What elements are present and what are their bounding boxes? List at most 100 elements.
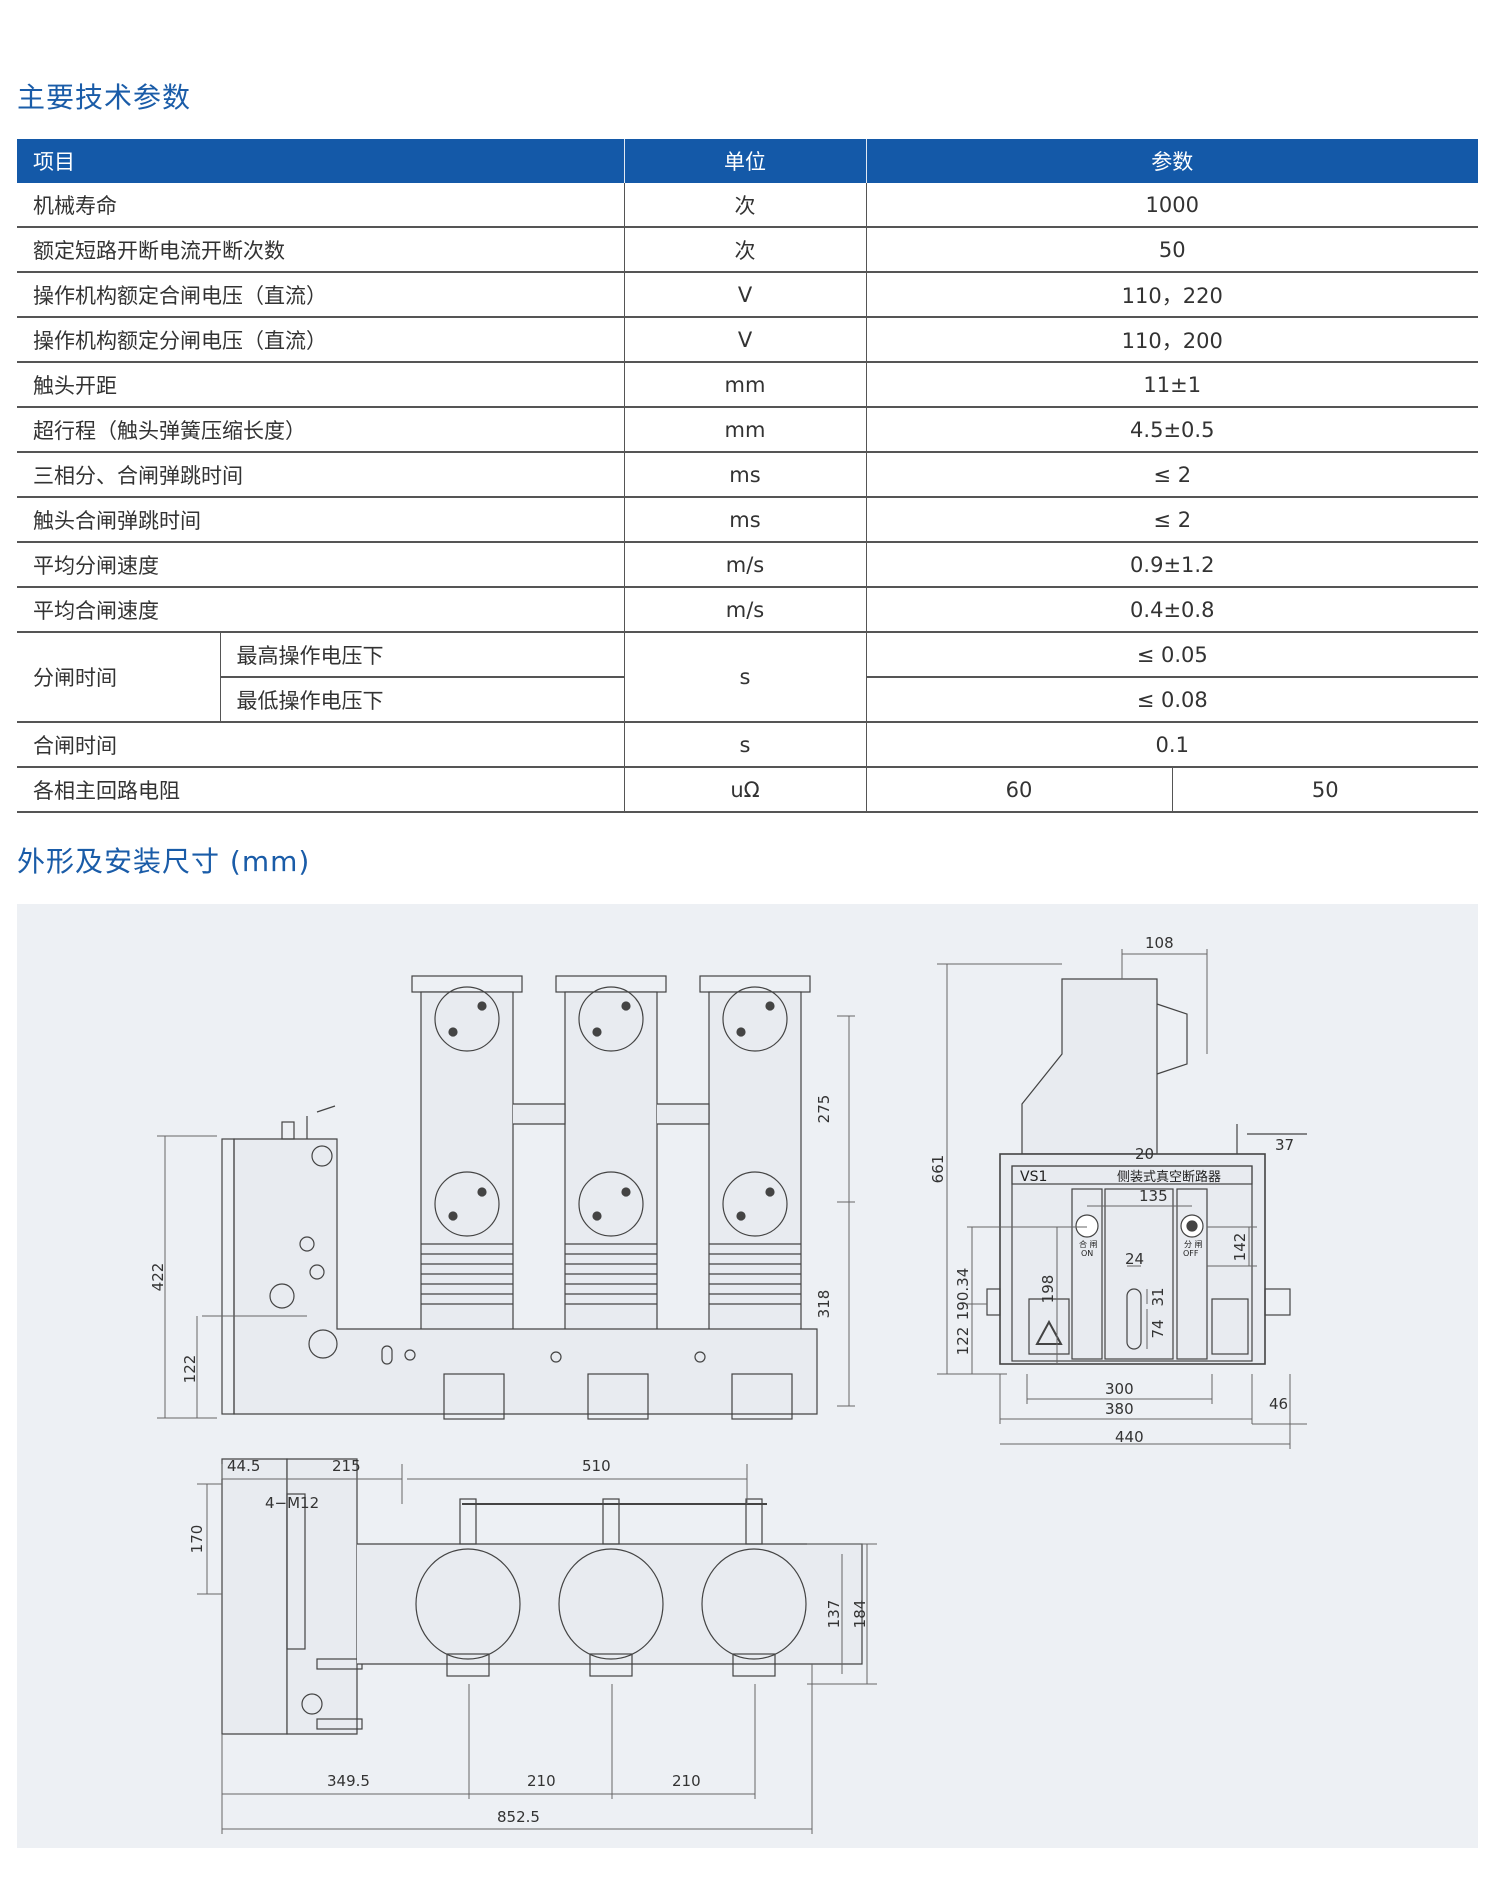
- resistance-item: 各相主回路电阻: [17, 767, 624, 813]
- dim-440: 440: [1115, 1428, 1144, 1446]
- header-unit: 单位: [623, 139, 866, 183]
- dim-300: 300: [1105, 1380, 1134, 1398]
- row-unit: m/s: [623, 587, 866, 633]
- top-view: 44.5 215 510 170 4−M12 137 184 349.5 210…: [188, 1457, 877, 1834]
- dim-422: 422: [149, 1263, 167, 1292]
- row-value: 50: [865, 227, 1478, 273]
- row-item: 额定短路开断电流开断次数: [17, 227, 624, 273]
- header-item: 项目: [17, 139, 624, 183]
- row-unit: m/s: [623, 542, 866, 588]
- open-time-unit: s: [623, 632, 866, 723]
- row-item: 触头开距: [17, 362, 624, 408]
- dimension-drawing-panel: 275 318 422 122 44.5 215: [17, 904, 1478, 1848]
- row-value: 1000: [865, 183, 1478, 228]
- open-time-value-low: ≤ 0.08: [865, 677, 1478, 723]
- dim-661: 661: [929, 1155, 947, 1184]
- row-item: 操作机构额定合闸电压（直流）: [17, 272, 624, 318]
- dim-184: 184: [851, 1600, 869, 1629]
- row-value: 110，200: [865, 317, 1478, 363]
- row-item: 操作机构额定分闸电压（直流）: [17, 317, 624, 363]
- dim-852-5: 852.5: [497, 1808, 540, 1826]
- dim-210-b: 210: [672, 1772, 701, 1790]
- side-view: VS1 侧装式真空断路器 合 闸 ON 分 闸 OFF 108 661 20 3…: [929, 934, 1307, 1449]
- open-time-value-high: ≤ 0.05: [865, 632, 1478, 678]
- row-value: 0.4±0.8: [865, 587, 1478, 633]
- pole-top-2: [558, 1498, 664, 1677]
- dim-318: 318: [815, 1290, 833, 1319]
- dim-215: 215: [332, 1457, 361, 1475]
- off-label: OFF: [1183, 1249, 1199, 1258]
- dim-275: 275: [815, 1095, 833, 1124]
- row-unit: V: [623, 272, 866, 318]
- dim-510: 510: [582, 1457, 611, 1475]
- dim-137: 137: [825, 1600, 843, 1629]
- dim-142: 142: [1231, 1233, 1249, 1262]
- row-item: 三相分、合闸弹跳时间: [17, 452, 624, 498]
- dim-37: 37: [1275, 1136, 1294, 1154]
- row-item: 超行程（触头弹簧压缩长度）: [17, 407, 624, 453]
- panel-name: 侧装式真空断路器: [1117, 1169, 1221, 1185]
- dim-46: 46: [1269, 1395, 1288, 1413]
- dim-349-5: 349.5: [327, 1772, 370, 1790]
- close-time-value: 0.1: [865, 722, 1478, 768]
- dim-74: 74: [1149, 1319, 1167, 1338]
- row-unit: mm: [623, 362, 866, 408]
- row-item: 平均合闸速度: [17, 587, 624, 633]
- row-item: 机械寿命: [17, 183, 624, 228]
- table-header-row: 项目 单位 参数: [17, 139, 1478, 183]
- row-unit: 次: [623, 227, 866, 273]
- dimension-drawing: 275 318 422 122 44.5 215: [149, 934, 1307, 1834]
- on-cn-label: 合 闸: [1079, 1239, 1098, 1249]
- row-value: ≤ 2: [865, 497, 1478, 543]
- front-view: 275 318 422 122: [149, 975, 855, 1420]
- dim-135: 135: [1139, 1187, 1168, 1205]
- resistance-unit: uΩ: [623, 767, 866, 813]
- row-unit: mm: [623, 407, 866, 453]
- header-param: 参数: [865, 139, 1478, 183]
- close-time-unit: s: [623, 722, 866, 768]
- row-unit: V: [623, 317, 866, 363]
- dim-190-34: 190.34: [954, 1268, 972, 1321]
- table-row: 最低操作电压下 ≤ 0.08: [17, 677, 1478, 723]
- row-item: 平均分闸速度: [17, 542, 624, 588]
- row-unit: ms: [623, 497, 866, 543]
- dim-122-side: 122: [954, 1327, 972, 1356]
- dim-44-5: 44.5: [227, 1457, 260, 1475]
- section-title-dimensions: 外形及安装尺寸 (mm): [17, 845, 311, 878]
- table-row: 分闸时间 最高操作电压下 s ≤ 0.05: [17, 632, 1478, 723]
- open-time-sub-low: 最低操作电压下: [220, 677, 624, 723]
- row-unit: ms: [623, 452, 866, 498]
- row-value: 4.5±0.5: [865, 407, 1478, 453]
- resistance-value-2: 50: [1171, 767, 1478, 813]
- pole-top-3: [701, 1498, 807, 1677]
- on-label: ON: [1081, 1249, 1093, 1258]
- open-time-sub-high: 最高操作电压下: [220, 632, 624, 678]
- row-value: 0.9±1.2: [865, 542, 1478, 588]
- row-value: 11±1: [865, 362, 1478, 408]
- resistance-value-1: 60: [865, 767, 1172, 813]
- row-value: 110，220: [865, 272, 1478, 318]
- panel-model: VS1: [1020, 1169, 1047, 1185]
- dim-122: 122: [181, 1355, 199, 1384]
- off-cn-label: 分 闸: [1184, 1240, 1203, 1249]
- dim-210-a: 210: [527, 1772, 556, 1790]
- row-value: ≤ 2: [865, 452, 1478, 498]
- dim-108: 108: [1145, 934, 1174, 952]
- dim-31: 31: [1149, 1287, 1167, 1306]
- dim-380: 380: [1105, 1400, 1134, 1418]
- row-unit: 次: [623, 183, 866, 228]
- section-title-specs: 主要技术参数: [17, 81, 192, 114]
- pole-top-1: [415, 1498, 521, 1677]
- close-time-item: 合闸时间: [17, 722, 624, 768]
- open-time-item: 分闸时间: [17, 632, 221, 723]
